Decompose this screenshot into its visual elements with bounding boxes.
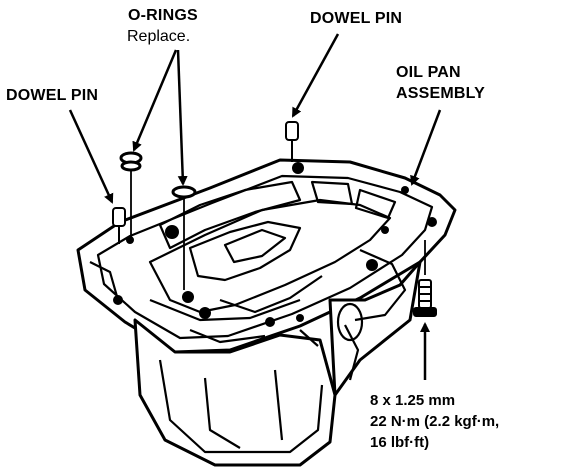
- label-dowel-pin-left: DOWEL PIN: [6, 87, 99, 104]
- dowel-pin-left-part: [112, 207, 126, 244]
- arrow-o-ring-1: [132, 49, 178, 152]
- callout-arrows: [68, 33, 442, 380]
- arrow-dowel-top: [291, 33, 340, 118]
- label-oil-pan-line2: ASSEMBLY: [396, 85, 486, 102]
- oil-pan-body: [76, 158, 457, 467]
- label-o-rings: O-RINGS: [128, 7, 198, 24]
- o-rings-part: [119, 151, 197, 290]
- dowel-pin-top-part: [285, 121, 299, 162]
- label-bolt-spec-line2: 22 N·m (2.2 kgf·m,: [370, 413, 500, 430]
- oil-pan-detail: [89, 174, 434, 454]
- label-dowel-pin-top: DOWEL PIN: [310, 10, 403, 27]
- arrow-oil-pan: [410, 109, 442, 186]
- label-bolt-spec-line3: 16 lbf·ft): [370, 434, 430, 451]
- label-o-rings-note: Replace.: [127, 28, 191, 45]
- arrow-dowel-left: [68, 109, 114, 204]
- arrow-o-ring-2: [176, 49, 188, 186]
- label-oil-pan-line1: OIL PAN: [396, 64, 461, 81]
- label-bolt-spec-line1: 8 x 1.25 mm: [370, 392, 456, 409]
- flange-bolt-part: [413, 240, 437, 317]
- bolt-bosses: [113, 162, 437, 327]
